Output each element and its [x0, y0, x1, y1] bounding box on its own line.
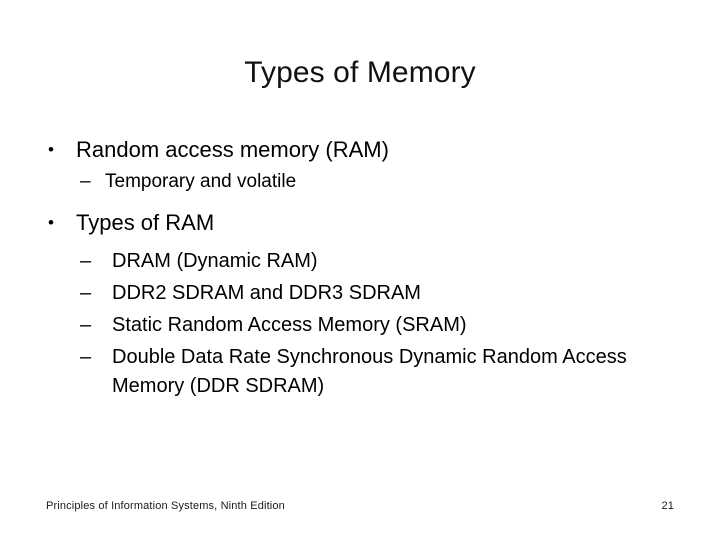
bullet-text: Random access memory (RAM): [76, 137, 389, 162]
spacer: [44, 197, 684, 207]
bullet-text: Types of RAM: [76, 210, 215, 236]
bullet-item-level3: – Double Data Rate Synchronous Dynamic R…: [80, 343, 684, 401]
page-title: Types of Memory: [244, 56, 476, 89]
bullet-dot-icon: •: [48, 140, 54, 159]
bullet-text: Static Random Access Memory (SRAM): [112, 314, 467, 337]
bullet-dash-icon: –: [80, 282, 92, 305]
footer-source-text: Principles of Information Systems, Ninth…: [46, 500, 285, 512]
bullet-item-level3: – DRAM (Dynamic RAM): [80, 247, 684, 276]
bullet-item-level3: – Static Random Access Memory (SRAM): [80, 311, 684, 340]
slide-body: • Random access memory (RAM) – Temporary…: [44, 134, 684, 404]
slide-footer: Principles of Information Systems, Ninth…: [46, 500, 674, 512]
bullet-text: DDR2 SDRAM and DDR3 SDRAM: [112, 282, 421, 305]
bullet-item-level1: • Types of RAM: [44, 207, 684, 239]
bullet-text: DRAM (Dynamic RAM): [112, 250, 318, 273]
bullet-text: Temporary and volatile: [105, 170, 297, 192]
bullet-dash-icon: –: [80, 346, 92, 369]
bullet-dash-icon: –: [80, 250, 92, 273]
bullet-dot-icon: •: [48, 213, 54, 233]
bullet-item-level2: – Temporary and volatile: [80, 168, 684, 196]
bullet-item-level3: – DDR2 SDRAM and DDR3 SDRAM: [80, 279, 684, 308]
bullet-dash-icon: –: [80, 314, 92, 337]
footer-page-number: 21: [661, 500, 674, 512]
bullet-text: Double Data Rate Synchronous Dynamic Ran…: [112, 346, 627, 398]
bullet-item-level1: • Random access memory (RAM): [44, 134, 684, 166]
bullet-dash-icon: –: [80, 170, 91, 192]
